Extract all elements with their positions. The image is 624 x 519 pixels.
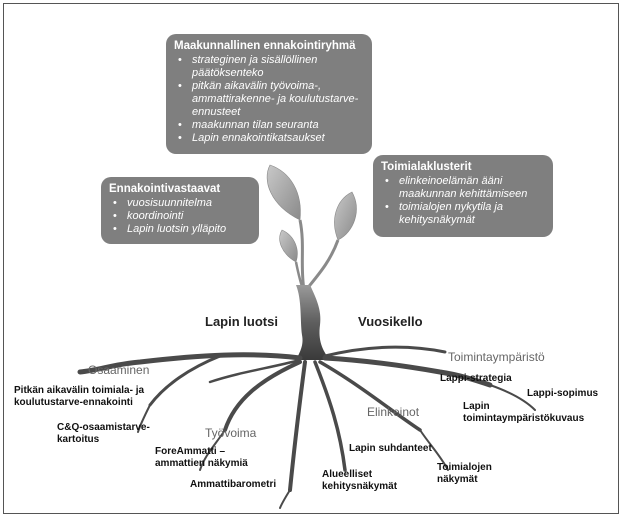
category-elinkeinot: Elinkeinot [367, 405, 420, 419]
root-label-lapin-suhdanteet: Lapin suhdanteet [349, 443, 432, 454]
category-osaaminen: Osaaminen [88, 363, 150, 377]
root-label-toimialojen-nakymat: Toimialojen näkymät [437, 462, 492, 485]
branch-label-lapin-luotsi: Lapin luotsi [205, 314, 278, 329]
box-maakunnallinen-ennakointiryhma: Maakunnallinen ennakointiryhmä strategin… [166, 34, 372, 154]
branch-label-vuosikello: Vuosikello [358, 314, 423, 329]
category-toimintaymparisto: Toimintaympäristö [448, 350, 545, 364]
root-label-cq-osaamistarve: C&Q-osaamistarve- kartoitus [57, 422, 150, 445]
box-item: Lapin ennakointikatsaukset [178, 132, 364, 145]
root-label-lappi-strategia: Lappi-strategia [440, 373, 512, 384]
box-item: Lapin luotsin ylläpito [113, 223, 251, 236]
root-label-alueelliset: Alueelliset kehitysnäkymät [322, 469, 398, 492]
category-tyovoima: Työvoima [205, 426, 257, 440]
root-label-toimintaymparistokuvaus: Lapin toimintaympäristökuvaus [463, 401, 585, 424]
box-item: strateginen ja sisällöllinen päätöksente… [178, 54, 364, 80]
box-item: elinkeinoelämän ääni maakunnan kehittämi… [385, 175, 545, 201]
root-label-ammattibarometri: Ammattibarometri [190, 479, 277, 490]
leaf-small [279, 229, 298, 263]
leaf-left [266, 164, 301, 221]
box-toimialaklusterit: Toimialaklusterit elinkeinoelämän ääni m… [373, 155, 553, 237]
root-label-foreammatti: ForeAmmatti – ammattien näkymiä [155, 446, 248, 469]
leaf-right [334, 191, 357, 241]
root-label-pitkan-aikavalin: Pitkän aikavälin toimiala- ja koulutusta… [14, 385, 145, 408]
box-title: Ennakointivastaavat [109, 183, 221, 195]
box-ennakointivastaavat: Ennakointivastaavat vuosisuunnitelma koo… [101, 177, 259, 244]
box-item: vuosisuunnitelma [113, 197, 251, 210]
trunk [296, 285, 330, 360]
box-title: Toimialaklusterit [381, 161, 472, 173]
box-item: pitkän aikavälin työvoima-, ammattiraken… [178, 80, 364, 119]
box-item: koordinointi [113, 210, 251, 223]
roots [77, 345, 536, 509]
box-item: toimialojen nykytila ja kehitysnäkymät [385, 201, 545, 227]
box-item: maakunnan tilan seuranta [178, 119, 364, 132]
box-title: Maakunnallinen ennakointiryhmä [174, 40, 356, 52]
root-label-lappi-sopimus: Lappi-sopimus [527, 388, 599, 399]
